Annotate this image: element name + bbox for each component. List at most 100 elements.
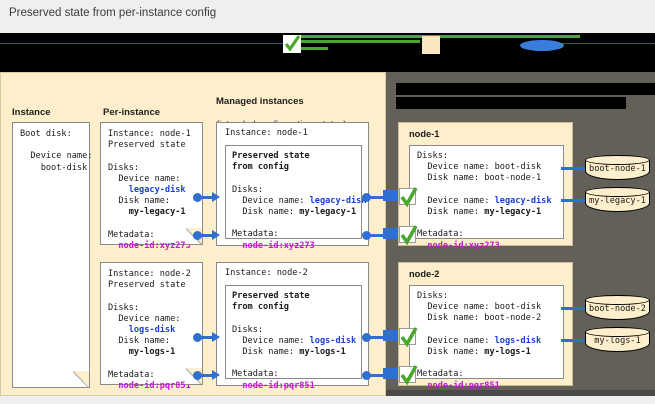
mi2-metavalue: node-id:pqr851	[232, 380, 315, 391]
n2-metalabel: Metadata:	[417, 369, 464, 380]
pic2-disklabel: Disk name:	[108, 336, 171, 347]
mi1-gap	[232, 173, 237, 183]
pic1-instance: Instance: node-1	[108, 129, 191, 139]
pic2-gap2	[108, 359, 113, 369]
n1-extradevvalue: legacy-disk	[494, 195, 552, 206]
arrow-right-icon	[212, 370, 220, 380]
mi1-pres2: from config	[232, 162, 289, 173]
pic2-devlabel: Device name:	[108, 313, 181, 324]
disk-label: boot-node-2	[589, 304, 646, 314]
card-instance-template: Boot disk: Device name: boot-disk	[12, 122, 92, 388]
status-check-node1-meta	[399, 225, 418, 246]
connector-line-pic1-disk	[200, 196, 214, 199]
connector-dot-mi1-meta	[362, 231, 371, 240]
connector-line-node2-bootdisk	[561, 307, 585, 310]
mi2-inner: Preserved state from config Disks: Devic…	[225, 285, 362, 391]
mi1-devrow: Device name: legacy-disk	[232, 195, 367, 206]
check-icon	[284, 35, 301, 52]
pic2-preserved: Preserved state	[108, 280, 186, 291]
disk-label: my-logs-1	[594, 336, 641, 346]
n1-extradev: Device name: legacy-disk	[417, 195, 552, 206]
mi1-devlabel: Device name:	[232, 195, 310, 206]
pic1-disklabel: Disk name:	[108, 196, 171, 207]
connector-line-mi2-meta	[369, 374, 383, 377]
mi2-gap2	[232, 358, 237, 368]
box-node-2: node-2 Disks: Device name: boot-disk Dis…	[398, 262, 573, 391]
mi2-gap	[232, 313, 237, 323]
pic1-diskvalue: my-legacy-1	[108, 207, 186, 218]
legend-blob-blue	[520, 40, 564, 51]
mi2-disklabel: Disk name:	[232, 347, 300, 358]
arrow-right-icon	[212, 230, 220, 240]
disk-body	[585, 332, 650, 352]
n1-extradisklabel: Disk name:	[417, 207, 485, 218]
mi1-disklabel: Disk name:	[232, 207, 300, 218]
n2-extradevvalue: logs-disk	[494, 335, 542, 346]
n1-bootdisk: Disk name: boot-node-1	[417, 173, 542, 184]
status-check-node2-disk	[399, 327, 418, 348]
pic2-gap	[108, 291, 113, 301]
connector-dot-mi2-disk	[362, 333, 371, 342]
it-spacer	[20, 140, 25, 150]
dogear-icon	[73, 371, 90, 388]
mi1-devvalue: legacy-disk	[309, 195, 367, 206]
n2-extradiskvalue: my-logs-1	[484, 347, 531, 358]
heading-instance-template-l1: Instance	[12, 106, 51, 118]
connector-line-node2-extradisk	[561, 339, 585, 342]
mi2-pres1: Preserved state	[232, 291, 310, 301]
n2-metavalue: node-id:pqr851	[417, 380, 500, 391]
title-bar: Preserved state from per-instance config	[0, 0, 655, 33]
status-check-node1-disk	[399, 187, 418, 208]
legend-check-icon	[283, 35, 301, 53]
it-line2: Device name:	[20, 151, 93, 162]
disk-boot-node-1: boot-node-1	[585, 155, 650, 180]
legend-rule-right	[560, 43, 655, 44]
legend-rule-left	[0, 43, 290, 44]
box-managed-instance-1: Instance: node-1 Preserved state from co…	[216, 122, 369, 251]
n2-extradisk: Disk name: my-logs-1	[417, 347, 531, 357]
pic2-metavalue: node-id:pqr851	[108, 381, 191, 392]
pic1-gap2	[108, 219, 113, 229]
connector-dot-pic1-disk	[193, 193, 202, 202]
n1-metalabel: Metadata:	[417, 229, 464, 240]
connector-rect-mi1-disk	[383, 190, 398, 201]
check-icon	[400, 187, 418, 208]
pic1-devvalue: legacy-disk	[108, 185, 186, 196]
heading-mi-l1: Managed instances	[216, 95, 304, 107]
legend-green-line-mid	[296, 40, 420, 43]
mi1-disks: Disks:	[232, 184, 264, 195]
mi1-diskrow: Disk name: my-legacy-1	[232, 207, 356, 217]
mi1-metalabel: Metadata:	[232, 229, 279, 240]
node-2-body: Disks: Device name: boot-disk Disk name:…	[417, 291, 541, 392]
card-instance-template-body: Boot disk: Device name: boot-disk	[20, 129, 92, 174]
node-1-inner: Disks: Device name: boot-disk Disk name:…	[409, 145, 564, 251]
mi2-diskvalue: my-logs-1	[299, 347, 346, 358]
connector-line-pic2-disk	[200, 336, 214, 339]
disk-boot-node-2: boot-node-2	[585, 295, 650, 320]
it-line1: Boot disk:	[20, 129, 72, 139]
connector-line-node1-bootdisk	[561, 167, 585, 170]
legend-green-line-short	[294, 47, 328, 50]
pic2-instance: Instance: node-2	[108, 269, 191, 279]
disk-body	[585, 192, 650, 212]
n1-metavalue: node-id:xyz273	[417, 240, 500, 251]
it-line3: boot-disk	[20, 162, 88, 173]
pic2-devvalue: logs-disk	[108, 325, 176, 336]
mi1-inner: Preserved state from config Disks: Devic…	[225, 145, 367, 251]
mi2-disks: Disks:	[232, 324, 264, 335]
connector-dot-pic1-meta	[193, 231, 202, 240]
disk-label: my-legacy-1	[589, 196, 646, 206]
n1-extradevlabel: Device name:	[417, 195, 495, 206]
arrow-right-icon	[212, 332, 220, 342]
connector-line-mi2-disk	[369, 336, 383, 339]
mi2-devlabel: Device name:	[232, 335, 310, 346]
disk-top-ellipse	[585, 295, 650, 305]
mi2-devvalue: logs-disk	[309, 335, 357, 346]
connector-dot-mi1-disk	[362, 193, 371, 202]
n1-bootdev: Device name: boot-disk	[417, 162, 542, 173]
n1-extradisk: Disk name: my-legacy-1	[417, 207, 541, 217]
disk-top-ellipse	[585, 187, 650, 197]
disk-my-legacy-1: my-legacy-1	[585, 187, 650, 212]
card-per-instance-config-1: Instance: node-1 Preserved state Disks: …	[100, 122, 203, 251]
disk-top-ellipse	[585, 327, 650, 337]
